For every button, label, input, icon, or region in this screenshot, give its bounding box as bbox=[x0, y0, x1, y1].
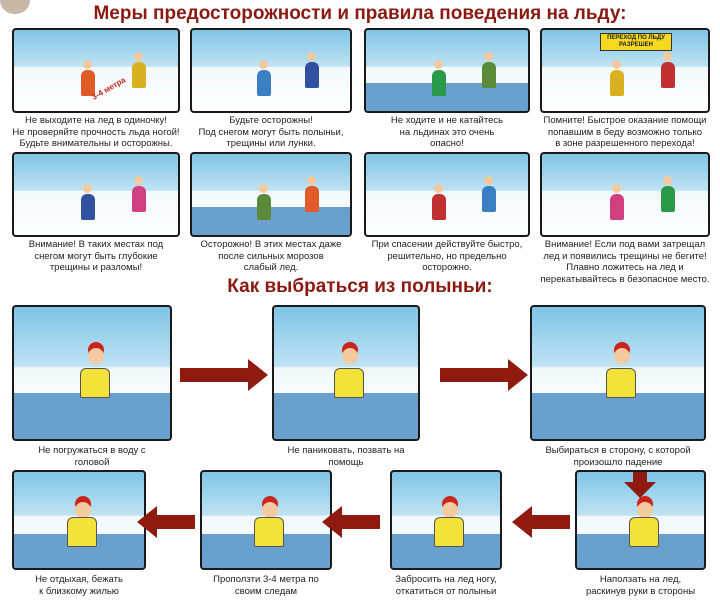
arrow-left-icon bbox=[322, 506, 380, 538]
step-illustration bbox=[272, 305, 420, 441]
rule-illustration bbox=[12, 152, 180, 237]
person-yellow-jacket bbox=[334, 368, 364, 399]
crossing-sign: ПЕРЕХОД ПО ЛЬДУ РАЗРЕШЕН bbox=[600, 33, 672, 51]
person-head bbox=[262, 502, 278, 518]
person bbox=[432, 70, 447, 96]
rule-caption: При спасении действуйте быстро,решительн… bbox=[371, 239, 523, 273]
person-head bbox=[133, 176, 143, 185]
person-head bbox=[307, 52, 317, 61]
person-head bbox=[484, 52, 494, 61]
arrow-right-icon bbox=[440, 359, 528, 391]
person-head bbox=[307, 176, 317, 185]
rule-illustration bbox=[364, 28, 530, 113]
distance-label: 3-4 метра bbox=[90, 75, 128, 102]
step-illustration bbox=[200, 470, 332, 570]
person bbox=[81, 70, 96, 96]
rule-illustration bbox=[190, 28, 352, 113]
person-head bbox=[258, 60, 268, 69]
person bbox=[482, 62, 497, 88]
rule-illustration bbox=[190, 152, 352, 237]
arrow-left-icon bbox=[137, 506, 195, 538]
person-yellow-jacket bbox=[80, 368, 110, 399]
arrow-left-icon bbox=[512, 506, 570, 538]
step-illustration bbox=[12, 305, 172, 441]
water bbox=[532, 392, 704, 439]
person bbox=[131, 186, 146, 212]
rule-caption: Будьте осторожны!Под снегом могут быть п… bbox=[198, 115, 344, 149]
person-head bbox=[484, 176, 494, 185]
person-yellow-jacket bbox=[434, 517, 464, 547]
person-head bbox=[612, 60, 621, 69]
person-head bbox=[83, 60, 93, 69]
rule-illustration bbox=[364, 152, 530, 237]
person bbox=[661, 186, 675, 212]
person bbox=[610, 70, 624, 96]
section-title: Как выбраться из полыньи: bbox=[227, 276, 493, 297]
arrow-right-icon bbox=[180, 359, 268, 391]
page-title: Меры предосторожности и правила поведени… bbox=[93, 3, 627, 24]
person-head bbox=[88, 347, 104, 364]
water bbox=[274, 392, 418, 439]
person-head bbox=[75, 502, 91, 518]
person-yellow-jacket bbox=[606, 368, 636, 399]
person-head bbox=[636, 502, 653, 518]
person bbox=[610, 194, 624, 220]
logo bbox=[0, 0, 30, 14]
person-head bbox=[434, 184, 444, 193]
person-head bbox=[614, 347, 630, 364]
water bbox=[366, 82, 528, 111]
person-head bbox=[342, 347, 358, 364]
person bbox=[432, 194, 447, 220]
person bbox=[482, 186, 497, 212]
person-head bbox=[83, 184, 93, 193]
person-head bbox=[663, 176, 672, 185]
person-yellow-jacket bbox=[67, 517, 97, 547]
water bbox=[14, 392, 170, 439]
person bbox=[256, 194, 271, 220]
step-illustration bbox=[575, 470, 706, 570]
rule-caption: Не выходите на лед в одиночку!Не проверя… bbox=[12, 115, 180, 149]
person-head bbox=[612, 184, 621, 193]
person bbox=[81, 194, 96, 220]
rule-illustration: ПЕРЕХОД ПО ЛЬДУ РАЗРЕШЕН bbox=[540, 28, 710, 113]
person bbox=[305, 186, 320, 212]
person-head bbox=[434, 60, 444, 69]
rule-illustration: 3-4 метра bbox=[12, 28, 180, 113]
person bbox=[661, 62, 675, 88]
person bbox=[131, 62, 146, 88]
person-head bbox=[258, 184, 268, 193]
person-head bbox=[663, 52, 672, 61]
step-illustration bbox=[12, 470, 146, 570]
person-yellow-jacket bbox=[254, 517, 284, 547]
person-head bbox=[133, 52, 143, 61]
arrow-down-icon bbox=[624, 472, 656, 498]
person bbox=[305, 62, 320, 88]
person bbox=[256, 70, 271, 96]
step-caption: Забросить на лед ногу,откатиться от полы… bbox=[395, 574, 497, 597]
step-caption: Наползать на лед,раскинув руки в стороны bbox=[585, 574, 696, 597]
step-illustration bbox=[530, 305, 706, 441]
water bbox=[192, 206, 350, 235]
rule-illustration bbox=[540, 152, 710, 237]
step-illustration bbox=[390, 470, 502, 570]
person-yellow-jacket bbox=[628, 517, 659, 547]
person-head bbox=[442, 502, 458, 518]
